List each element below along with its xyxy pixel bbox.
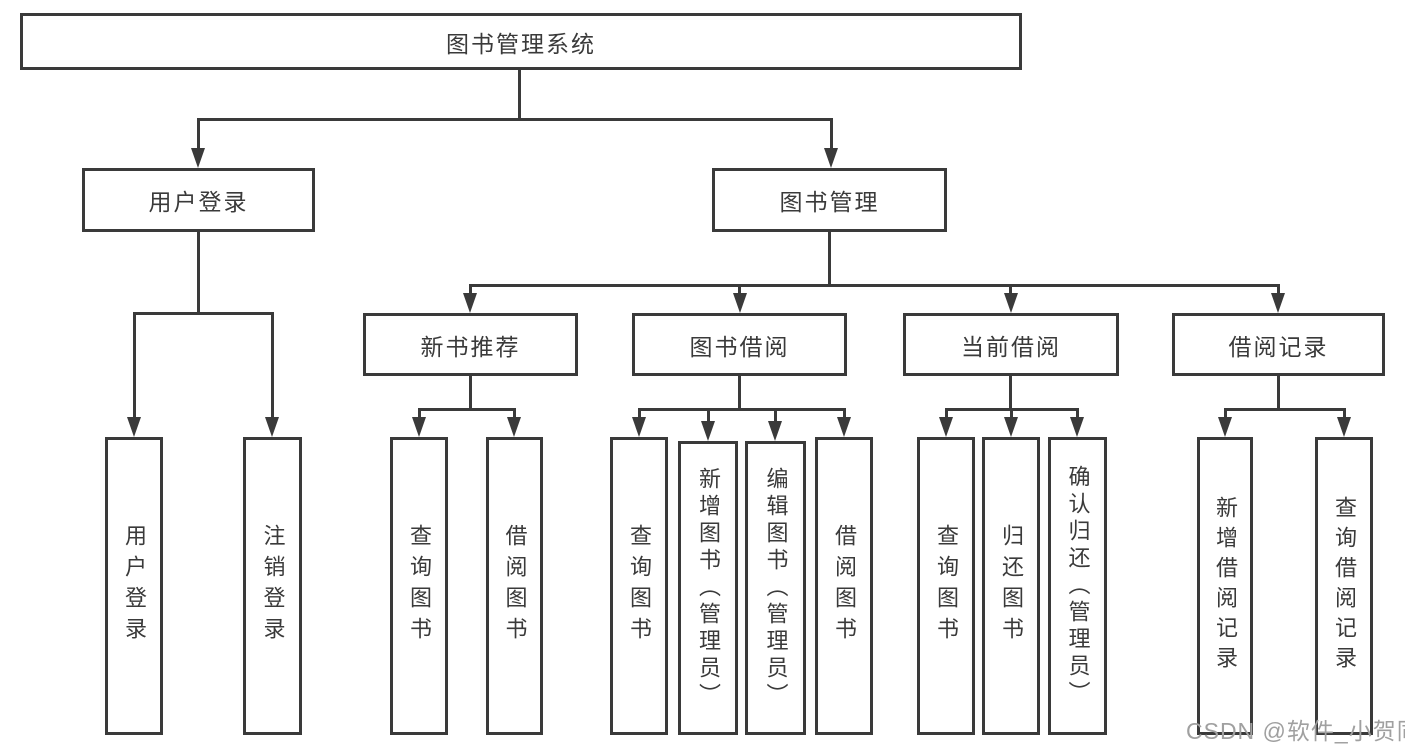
arrowhead-query-books-1 <box>412 417 426 437</box>
arrowhead-borrow-books-1 <box>507 417 521 437</box>
connector-user-login-drop <box>197 232 200 313</box>
node-user-login: 用户登录 <box>82 168 315 232</box>
leaf-borrow-books-1-label: 借阅图书 <box>502 524 528 648</box>
leaf-add-book-admin-label: 新增图书（管理员） <box>696 466 721 710</box>
node-book-management: 图书管理 <box>712 168 947 232</box>
arrowhead-query-borrow-record <box>1337 417 1351 437</box>
node-user-login-label: 用户登录 <box>148 189 249 215</box>
leaf-add-book-admin: 新增图书（管理员） <box>678 441 738 735</box>
connector-book-management-branch <box>469 284 1280 287</box>
arrowhead-borrow-books-2 <box>837 417 851 437</box>
arrowhead-leaf-logout <box>265 417 279 437</box>
connector-root-drop <box>518 69 521 119</box>
leaf-query-borrow-record: 查询借阅记录 <box>1315 437 1373 735</box>
connector-stem-add-book-admin <box>707 408 710 423</box>
arrowhead-edit-book-admin <box>768 421 782 441</box>
node-root-label: 图书管理系统 <box>446 30 596 57</box>
arrowhead-add-borrow-record <box>1218 417 1232 437</box>
arrowhead-user-login <box>191 148 205 168</box>
leaf-add-borrow-record-label: 新增借阅记录 <box>1213 496 1238 676</box>
connector-new-book-recommend-drop <box>469 376 472 411</box>
connector-borrow-records-branch <box>1224 408 1346 411</box>
leaf-query-books-1-label: 查询图书 <box>407 524 432 648</box>
connector-stem-query-books-3 <box>945 408 948 420</box>
arrowhead-book-borrow <box>733 293 747 313</box>
node-new-book-recommend-label: 新书推荐 <box>420 333 521 360</box>
leaf-query-books-2: 查询图书 <box>610 437 668 735</box>
connector-stem-confirm-return-admin <box>1076 408 1079 420</box>
node-current-borrow-label: 当前借阅 <box>961 333 1061 360</box>
connector-user-login-branch <box>133 312 274 315</box>
connector-current-borrow-drop <box>1009 376 1012 411</box>
connector-book-borrow-drop <box>738 376 741 411</box>
connector-stem-leaf-logout <box>271 312 274 420</box>
node-root: 图书管理系统 <box>20 13 1022 70</box>
connector-borrow-records-drop <box>1277 376 1280 411</box>
connector-stem-query-borrow-record <box>1343 408 1346 420</box>
leaf-confirm-return-admin: 确认归还（管理员） <box>1048 437 1107 735</box>
leaf-return-book: 归还图书 <box>982 437 1040 735</box>
node-borrow-records-label: 借阅记录 <box>1228 333 1329 360</box>
leaf-return-book-label: 归还图书 <box>999 524 1024 648</box>
connector-stem-borrow-records <box>1277 284 1280 296</box>
arrowhead-borrow-records <box>1271 293 1285 313</box>
arrowhead-book-management <box>824 148 838 168</box>
node-book-borrow: 图书借阅 <box>632 313 847 376</box>
connector-stem-edit-book-admin <box>774 408 777 423</box>
connector-stem-query-books-1 <box>418 408 421 420</box>
connector-stem-add-borrow-record <box>1224 408 1227 420</box>
connector-new-book-recommend-branch <box>418 408 516 411</box>
node-current-borrow: 当前借阅 <box>903 313 1119 376</box>
leaf-borrow-books-1: 借阅图书 <box>486 437 543 735</box>
arrowhead-query-books-3 <box>939 417 953 437</box>
leaf-confirm-return-admin-label: 确认归还（管理员） <box>1065 464 1091 708</box>
leaf-user-login-label: 用户登录 <box>122 524 147 648</box>
leaf-edit-book-admin: 编辑图书（管理员） <box>745 441 806 735</box>
node-new-book-recommend: 新书推荐 <box>363 313 578 376</box>
leaf-query-borrow-record-label: 查询借阅记录 <box>1332 496 1357 676</box>
connector-stem-book-management <box>830 118 833 150</box>
arrowhead-confirm-return-admin <box>1070 417 1084 437</box>
connector-stem-user-login <box>197 118 200 150</box>
node-book-borrow-label: 图书借阅 <box>689 333 790 360</box>
connector-stem-book-borrow <box>738 284 741 296</box>
connector-stem-leaf-user-login <box>133 312 136 420</box>
leaf-query-books-3: 查询图书 <box>917 437 975 735</box>
connector-root-branch <box>197 118 833 121</box>
leaf-query-books-1: 查询图书 <box>390 437 448 735</box>
csdn-watermark: CSDN @软件_小贺同学 <box>1186 718 1405 744</box>
connector-book-management-drop <box>828 232 831 286</box>
node-borrow-records: 借阅记录 <box>1172 313 1385 376</box>
connector-stem-return-book <box>1010 408 1013 420</box>
arrowhead-return-book <box>1004 417 1018 437</box>
leaf-user-login: 用户登录 <box>105 437 163 735</box>
connector-book-borrow-branch <box>638 408 846 411</box>
arrowhead-query-books-2 <box>632 417 646 437</box>
connector-stem-borrow-books-2 <box>843 408 846 420</box>
connector-stem-borrow-books-1 <box>513 408 516 420</box>
connector-stem-new-book-recommend <box>469 284 472 296</box>
arrowhead-leaf-user-login <box>127 417 141 437</box>
arrowhead-new-book-recommend <box>463 293 477 313</box>
arrowhead-current-borrow <box>1004 293 1018 313</box>
leaf-add-borrow-record: 新增借阅记录 <box>1197 437 1253 735</box>
connector-stem-current-borrow <box>1009 284 1012 296</box>
node-book-management-label: 图书管理 <box>779 189 880 215</box>
arrowhead-add-book-admin <box>701 421 715 441</box>
leaf-borrow-books-2: 借阅图书 <box>815 437 873 735</box>
leaf-logout: 注销登录 <box>243 437 302 735</box>
leaf-borrow-books-2-label: 借阅图书 <box>832 524 857 648</box>
leaf-query-books-2-label: 查询图书 <box>627 524 652 648</box>
leaf-query-books-3-label: 查询图书 <box>934 524 959 648</box>
leaf-logout-label: 注销登录 <box>260 524 286 648</box>
leaf-edit-book-admin-label: 编辑图书（管理员） <box>763 466 789 710</box>
connector-stem-query-books-2 <box>638 408 641 420</box>
